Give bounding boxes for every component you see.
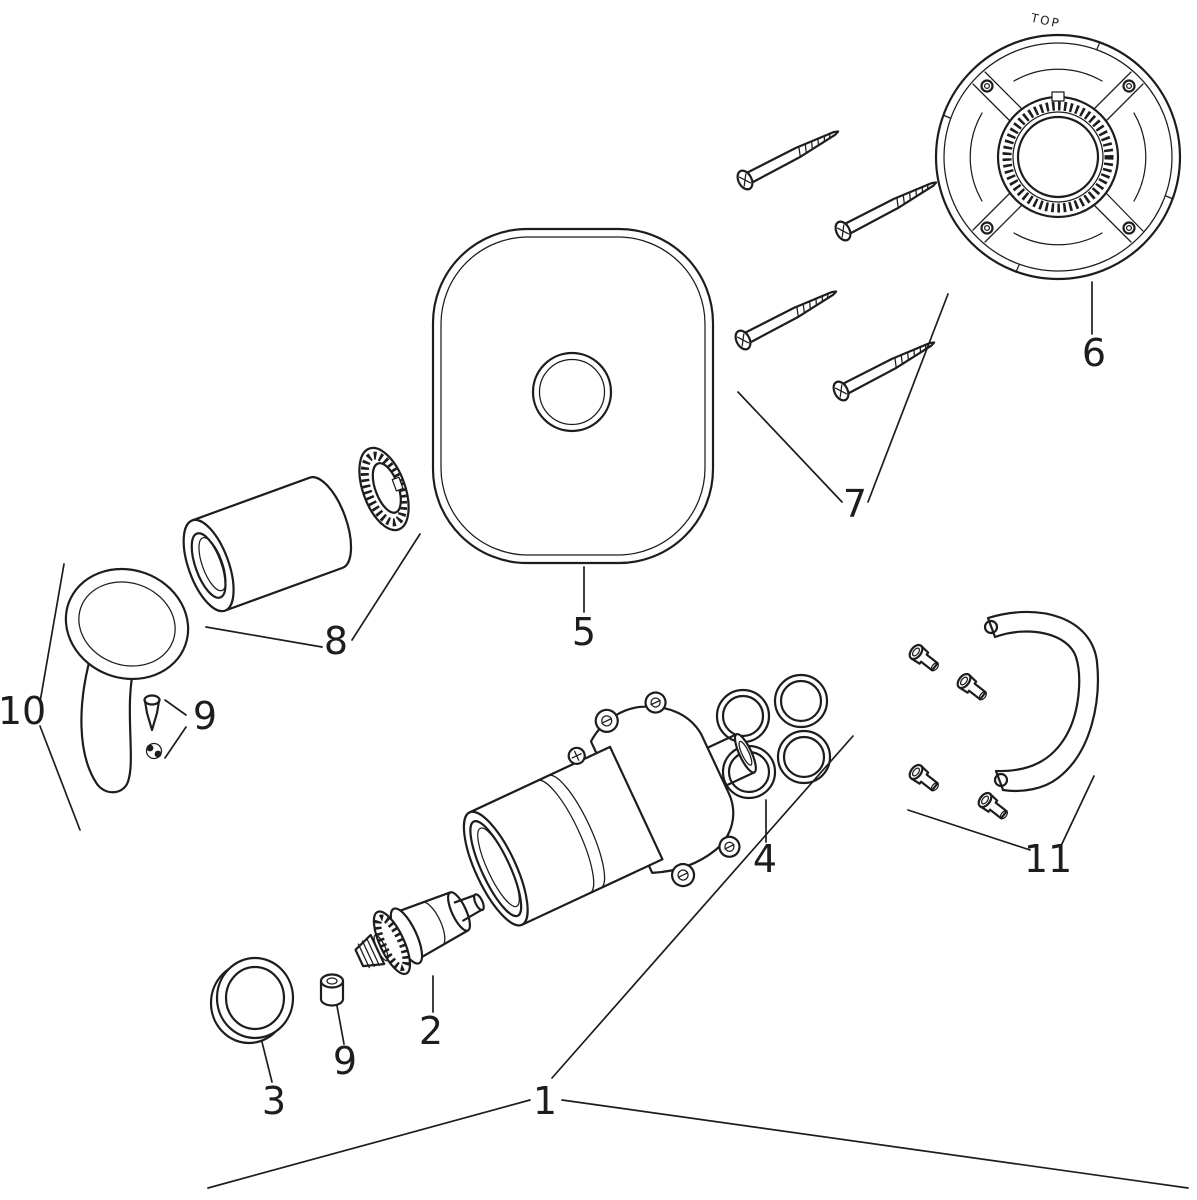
leader-line-3 (261, 1041, 273, 1083)
part-label-6: 6 (1082, 331, 1106, 375)
body-housing (589, 705, 735, 874)
part-label-1: 1 (533, 1079, 557, 1123)
bracket-screws (906, 641, 1012, 824)
leader-line-1a (551, 735, 854, 1079)
clip-ring (145, 742, 163, 760)
leader-line-9b (164, 726, 187, 759)
cartridge-spline (354, 933, 386, 968)
part-label-9-upper: 9 (193, 694, 217, 738)
long-screws (731, 121, 942, 404)
leader-line-1c (561, 1099, 1189, 1189)
part-label-3: 3 (262, 1079, 286, 1123)
top-marking: TOP (1029, 11, 1062, 31)
leader-line-11a (907, 809, 1031, 851)
leader-line-10a (39, 563, 65, 703)
cartridge (354, 891, 485, 976)
cover-plate (431, 227, 715, 565)
knurled-ring (358, 446, 410, 532)
part-label-5: 5 (572, 610, 596, 654)
part-label-9-lower: 9 (333, 1039, 357, 1083)
set-screw-upper (143, 694, 163, 760)
part-label-4: 4 (753, 837, 777, 881)
part-label-10: 10 (0, 689, 46, 733)
leader-line-8a (205, 626, 323, 648)
leader-line-9c (336, 1005, 345, 1045)
part-label-11: 11 (1024, 837, 1072, 881)
lever-handle (64, 567, 190, 794)
tube-mouth (462, 810, 529, 927)
handle-arm (80, 646, 137, 794)
leader-line-10b (39, 725, 81, 831)
retaining-bracket (983, 610, 1099, 793)
basic-body (462, 691, 757, 927)
cover-plate-hole (531, 351, 613, 433)
leader-line-9a (164, 699, 187, 716)
leader-line-1b (207, 1099, 531, 1189)
nut (319, 973, 345, 1007)
leader-line-7a (737, 391, 843, 503)
leader-line-8b (351, 533, 421, 641)
leader-line-7b (867, 293, 949, 503)
part-label-8: 8 (324, 619, 348, 663)
sleeve (182, 476, 353, 613)
part-label-7: 7 (843, 482, 867, 526)
trim-ring (209, 956, 295, 1045)
part-label-2: 2 (419, 1009, 443, 1053)
handle-head (64, 567, 190, 681)
leader-line-11b (1059, 775, 1095, 849)
wall-mounting-plate: TOP (934, 11, 1182, 281)
